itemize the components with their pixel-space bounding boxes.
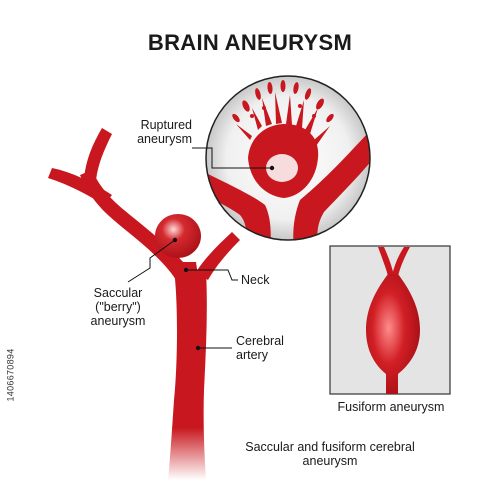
label-fusiform-aneurysm: Fusiform aneurysm: [337, 400, 445, 414]
neck-leader: [186, 269, 238, 281]
cerebral-artery-trunk: [168, 270, 207, 480]
artery-tree: [48, 128, 240, 480]
saccular-leader: [127, 239, 176, 283]
caption: Saccular and fusiform cerebral aneurysm: [245, 440, 415, 468]
blood-splatter: [232, 80, 334, 146]
leader-lines: [127, 147, 272, 349]
label-saccular-aneurysm: Saccular ("berry") aneurysm: [90, 286, 146, 328]
fusiform-inset: [329, 245, 451, 395]
page-title: BRAIN ANEURYSM: [147, 30, 353, 55]
saccular-aneurysm-bulb: [155, 214, 201, 258]
ruptured-zoom-lens: [205, 75, 371, 241]
fusiform-vessel-top-right: [392, 247, 410, 276]
fusiform-bulge: [366, 274, 420, 394]
aneurysm-neck: [178, 262, 198, 276]
left-twig: [48, 168, 112, 205]
label-ruptured-aneurysm: Ruptured aneurysm: [137, 118, 192, 146]
ruptured-leader: [192, 147, 272, 169]
fusiform-vessel-top-left: [378, 247, 394, 276]
ruptured-sac-highlight: [266, 154, 298, 182]
upper-twig: [84, 128, 112, 180]
lens-left-vessel: [206, 170, 271, 240]
label-cerebral-artery: Cerebral artery: [236, 334, 284, 362]
right-branch: [196, 232, 240, 280]
leader-dots: [172, 165, 275, 351]
label-neck: Neck: [241, 273, 270, 287]
stock-id: 1406670894: [5, 348, 16, 402]
lens-right-vessel: [293, 120, 370, 240]
